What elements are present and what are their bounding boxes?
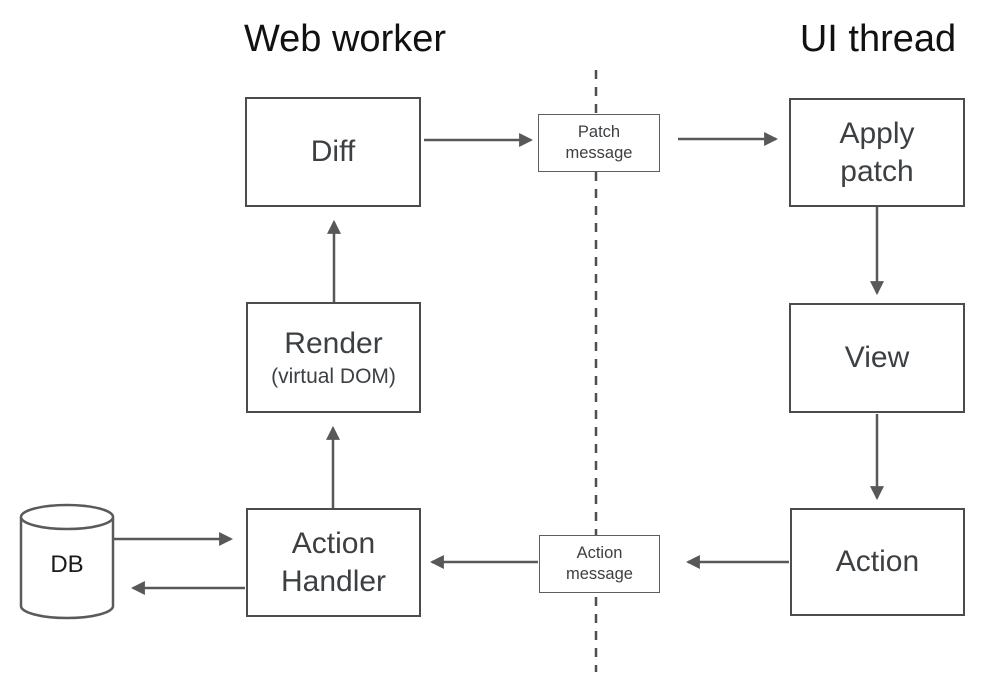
render-node: Render (virtual DOM) [246, 302, 421, 413]
view-node: View [789, 303, 965, 413]
action-message-line1: Action [576, 544, 623, 562]
action-node-label: Action [835, 545, 920, 578]
patch-message-line1: Patch [577, 123, 621, 141]
apply-patch-node-label: Apply patch [839, 116, 915, 188]
db-cylinder-shape [19, 503, 115, 620]
action-handler-node: Action Handler [246, 508, 421, 617]
db-node-label: DB [50, 551, 84, 578]
patch-message-node: Patch message [538, 114, 660, 172]
apply-patch-node: Apply patch [789, 98, 965, 207]
render-node-label: Render [284, 327, 383, 360]
diff-node: Diff [245, 97, 421, 207]
action-message-node: Action message [539, 535, 660, 593]
action-message-line2: message [566, 565, 633, 583]
action-node: Action [790, 508, 965, 616]
render-node-sublabel: (virtual DOM) [271, 365, 396, 388]
diff-node-label: Diff [310, 135, 356, 168]
ui-thread-title: UI thread [799, 18, 957, 60]
web-worker-title: Web worker [243, 18, 447, 60]
action-handler-node-label: Action Handler [280, 526, 387, 598]
view-node-label: View [844, 341, 910, 374]
patch-message-line2: message [565, 144, 633, 162]
